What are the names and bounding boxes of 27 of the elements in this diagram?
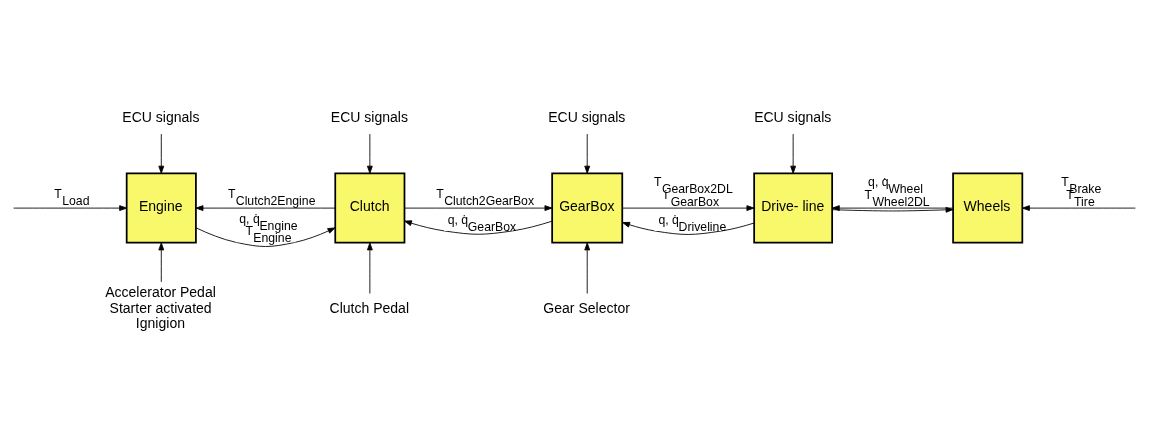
node-text: ECU signals [548, 108, 626, 125]
arrow [790, 133, 797, 174]
node-box: Clutch [334, 172, 406, 244]
node-box: GearBox [551, 172, 624, 244]
node-text: Clutch Pedal [329, 299, 410, 316]
arrow [404, 220, 553, 235]
node-box: Wheels [952, 172, 1024, 244]
arrow [1022, 205, 1136, 211]
node-text: ECU signals [754, 108, 832, 125]
node-box: Drive- line [753, 172, 834, 244]
arrow [621, 205, 755, 211]
node-text: ECU signals [330, 108, 408, 125]
arrow [584, 133, 591, 174]
node-text: ECU signals [122, 108, 200, 125]
node-box: Engine [125, 172, 197, 244]
arrow [367, 133, 373, 174]
arrow [622, 221, 755, 235]
arrow [158, 133, 165, 174]
arrow [13, 205, 128, 211]
arrow [195, 227, 336, 247]
node-text: Accelerator Pedal Starter activated Ignigion [105, 283, 216, 332]
node-text: Gear Selector [543, 299, 630, 316]
arrow [367, 242, 373, 294]
arrow [584, 242, 591, 294]
arrow [404, 205, 553, 211]
arrow [158, 242, 165, 283]
arrow [195, 205, 336, 211]
